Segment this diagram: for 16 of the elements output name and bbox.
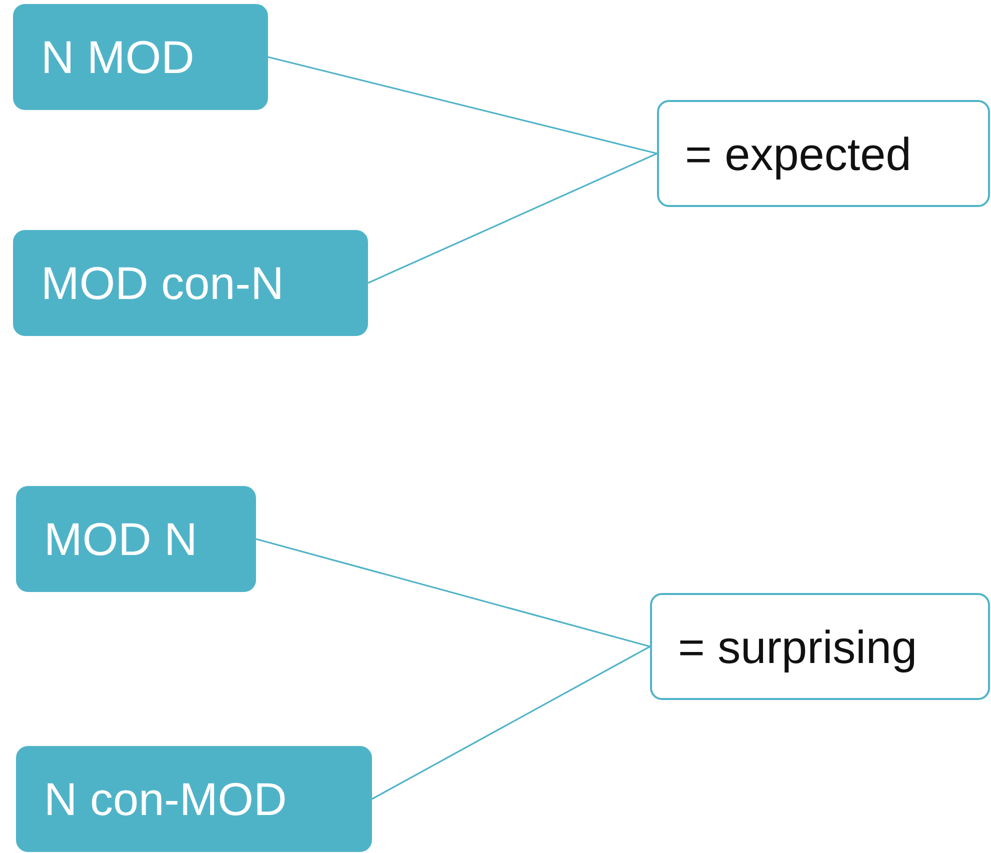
node-text: = expected xyxy=(685,126,912,180)
node-text: N MOD xyxy=(41,30,194,84)
term-box xyxy=(16,486,256,592)
result-box xyxy=(657,100,990,207)
result-box xyxy=(650,593,990,700)
connector-line xyxy=(268,56,658,154)
node-text: MOD N xyxy=(44,512,198,566)
connector-line xyxy=(368,152,658,284)
node-text: = surprising xyxy=(678,620,918,674)
term-box xyxy=(13,230,368,336)
term-box xyxy=(16,746,372,852)
node-text: MOD con-N xyxy=(41,256,284,310)
term-box xyxy=(13,4,268,110)
node-text: N con-MOD xyxy=(44,772,287,826)
connector-line xyxy=(372,646,650,800)
connector-line xyxy=(256,538,650,648)
